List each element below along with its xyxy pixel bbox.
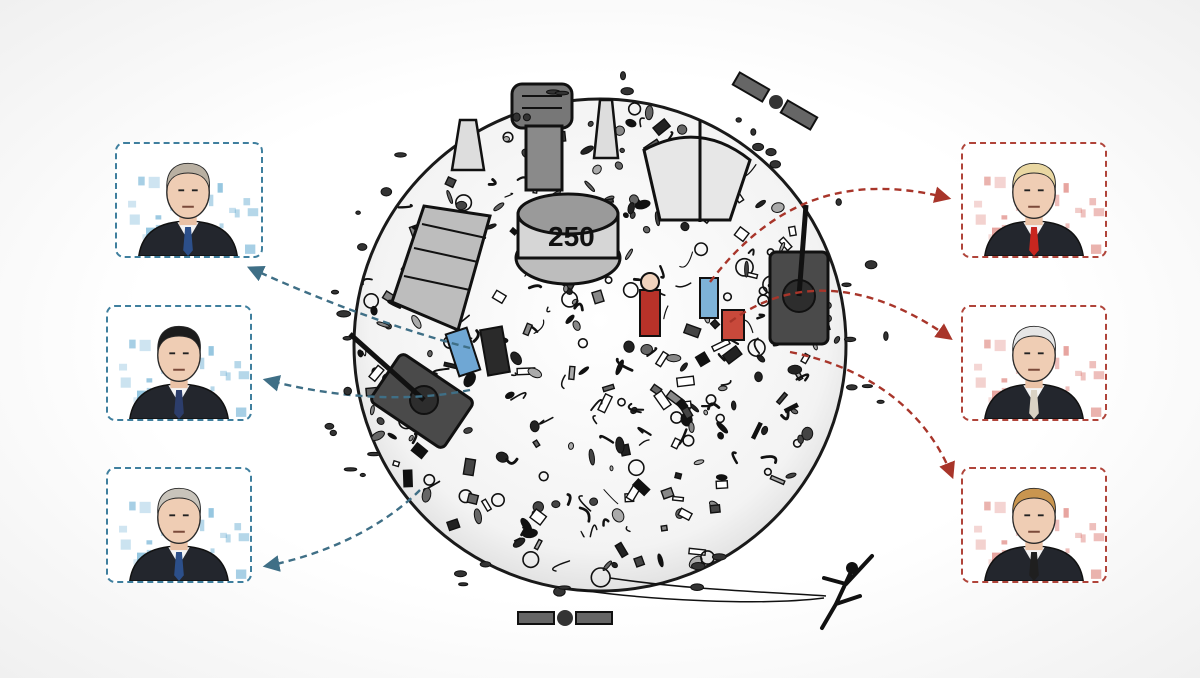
people-figures [444, 272, 745, 378]
arrow-to-left-top [246, 265, 471, 350]
arrow-to-left-bottom [262, 489, 421, 572]
cake-icon: 250 [514, 192, 622, 286]
portrait-right-bottom [974, 487, 1105, 581]
cake-number: 250 [548, 221, 595, 252]
container-ship-icon [390, 204, 492, 333]
missile-icon [450, 98, 620, 172]
tank-icon-right [768, 204, 830, 346]
arrow-to-right-middle [729, 289, 953, 340]
leaping-figure-icon [579, 554, 874, 630]
portrait-frame-left-bottom [106, 467, 252, 583]
portrait-left-top [128, 162, 259, 256]
portrait-frame-left-top [115, 142, 263, 258]
portrait-frame-right-top [961, 142, 1107, 258]
portrait-left-bottom [119, 487, 250, 581]
satellite-icon-bottom [517, 610, 613, 626]
portrait-frame-right-bottom [961, 467, 1107, 583]
portrait-right-middle [974, 325, 1105, 419]
portrait-right-top [974, 162, 1105, 256]
arrow-to-left-middle [262, 375, 471, 399]
tank-icon-left [348, 332, 474, 449]
satellite-icon-top [731, 71, 819, 131]
portrait-frame-right-middle [961, 305, 1107, 421]
portrait-left-middle [119, 325, 250, 419]
arrow-to-right-top [709, 186, 952, 283]
portrait-frame-left-middle [106, 305, 252, 421]
sailing-ship-icon [642, 120, 752, 222]
